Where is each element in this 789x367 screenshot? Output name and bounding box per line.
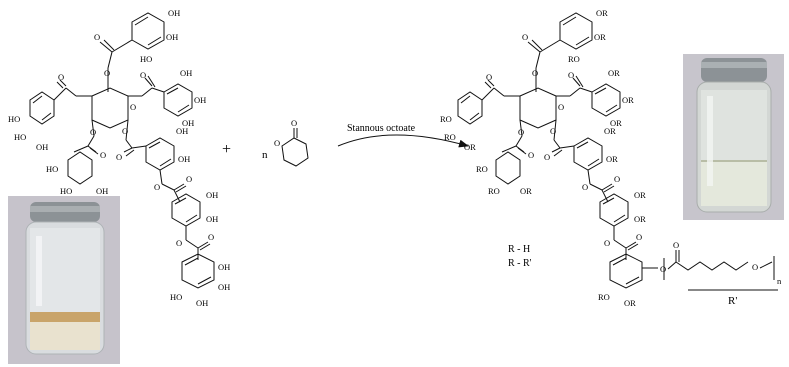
repeat-subscript-n: n [777, 276, 782, 286]
hydroxyl-label: OH [206, 190, 218, 200]
plus-sign: + [222, 141, 231, 158]
carbonyl-o: O [528, 150, 534, 160]
hydroxyl-label: HO [140, 54, 152, 64]
ro-label: RO [598, 292, 610, 302]
rprime-label: R' [728, 295, 737, 307]
reaction-arrow: Stannous octoate [337, 123, 469, 148]
hydroxyl-label: OH [218, 282, 230, 292]
ester-o: O [122, 126, 128, 136]
hydroxyl-label: OH [178, 154, 190, 164]
ro-label: RO [440, 114, 452, 124]
vial-photo-before [8, 196, 120, 364]
carbonyl-o: O [673, 240, 679, 250]
or-label: OR [606, 154, 618, 164]
hydroxyl-label: HO [8, 114, 20, 124]
carbonyl-o: O [486, 72, 492, 82]
terminal-o: O [752, 262, 758, 272]
carbonyl-o: O [291, 118, 297, 128]
hydroxyl-label: HO [14, 132, 26, 142]
ester-o: O [104, 68, 110, 78]
carbonyl-o: O [186, 174, 192, 184]
catalyst-label: Stannous octoate [347, 123, 416, 134]
ester-o: O [550, 126, 556, 136]
hydroxyl-label: OH [196, 298, 208, 308]
carbonyl-o: O [636, 232, 642, 242]
carbonyl-o: O [522, 32, 528, 42]
ro-label: RO [476, 164, 488, 174]
hydroxyl-label: OH [206, 214, 218, 224]
or-label: OR [624, 298, 636, 308]
carbonyl-o: O [614, 174, 620, 184]
hydroxyl-label: HO [60, 186, 72, 196]
ester-o: O [582, 182, 588, 192]
or-label: OR [520, 186, 532, 196]
hydroxyl-label: OH [96, 186, 108, 196]
carbonyl-o: O [140, 70, 146, 80]
hydroxyl-label: HO [170, 292, 182, 302]
product-structure: O O OR OR RO O O OR OR OR O RO RO OR [440, 8, 782, 308]
or-label: OR [634, 214, 646, 224]
stoichiometry-n: n [262, 149, 268, 161]
ro-label: RO [444, 132, 456, 142]
hydroxyl-label: OH [194, 95, 206, 105]
ro-label: RO [568, 54, 580, 64]
hydroxyl-label: OH [168, 8, 180, 18]
hydroxyl-label: OH [182, 118, 194, 128]
or-label: OR [604, 126, 616, 136]
hydroxyl-label: OH [218, 262, 230, 272]
or-label: OR [634, 190, 646, 200]
hydroxyl-label: OH [166, 32, 178, 42]
r-definition-rprime: R - R' [508, 258, 532, 269]
ester-o: O [154, 182, 160, 192]
carbonyl-o: O [568, 70, 574, 80]
carbonyl-o: O [116, 152, 122, 162]
hydroxyl-label: OH [180, 68, 192, 78]
or-label: OR [596, 8, 608, 18]
hydroxyl-label: HO [46, 164, 58, 174]
ester-o: O [90, 127, 96, 137]
carbonyl-o: O [58, 72, 64, 82]
ring-o: O [274, 138, 280, 148]
or-label: OR [594, 32, 606, 42]
carbonyl-o: O [94, 32, 100, 42]
caprolactone-structure: O O [274, 118, 309, 167]
ester-o: O [660, 264, 666, 274]
ester-o: O [518, 127, 524, 137]
hydroxyl-label: OH [176, 126, 188, 136]
or-label: OR [608, 68, 620, 78]
or-label: OR [610, 118, 622, 128]
carbonyl-o: O [100, 150, 106, 160]
or-label: OR [464, 142, 476, 152]
tannic-acid-structure: O O OH OH HO O O OH OH OH O HO HO OH [8, 8, 230, 308]
ester-o: O [604, 238, 610, 248]
hydroxyl-label: OH [36, 142, 48, 152]
ro-label: RO [488, 186, 500, 196]
carbonyl-o: O [544, 152, 550, 162]
vial-photo-after [683, 54, 784, 220]
ring-o: O [130, 102, 136, 112]
r-definition-h: R - H [508, 244, 530, 255]
ester-o: O [532, 68, 538, 78]
ester-o: O [176, 238, 182, 248]
ring-o: O [558, 102, 564, 112]
or-label: OR [622, 95, 634, 105]
carbonyl-o: O [208, 232, 214, 242]
